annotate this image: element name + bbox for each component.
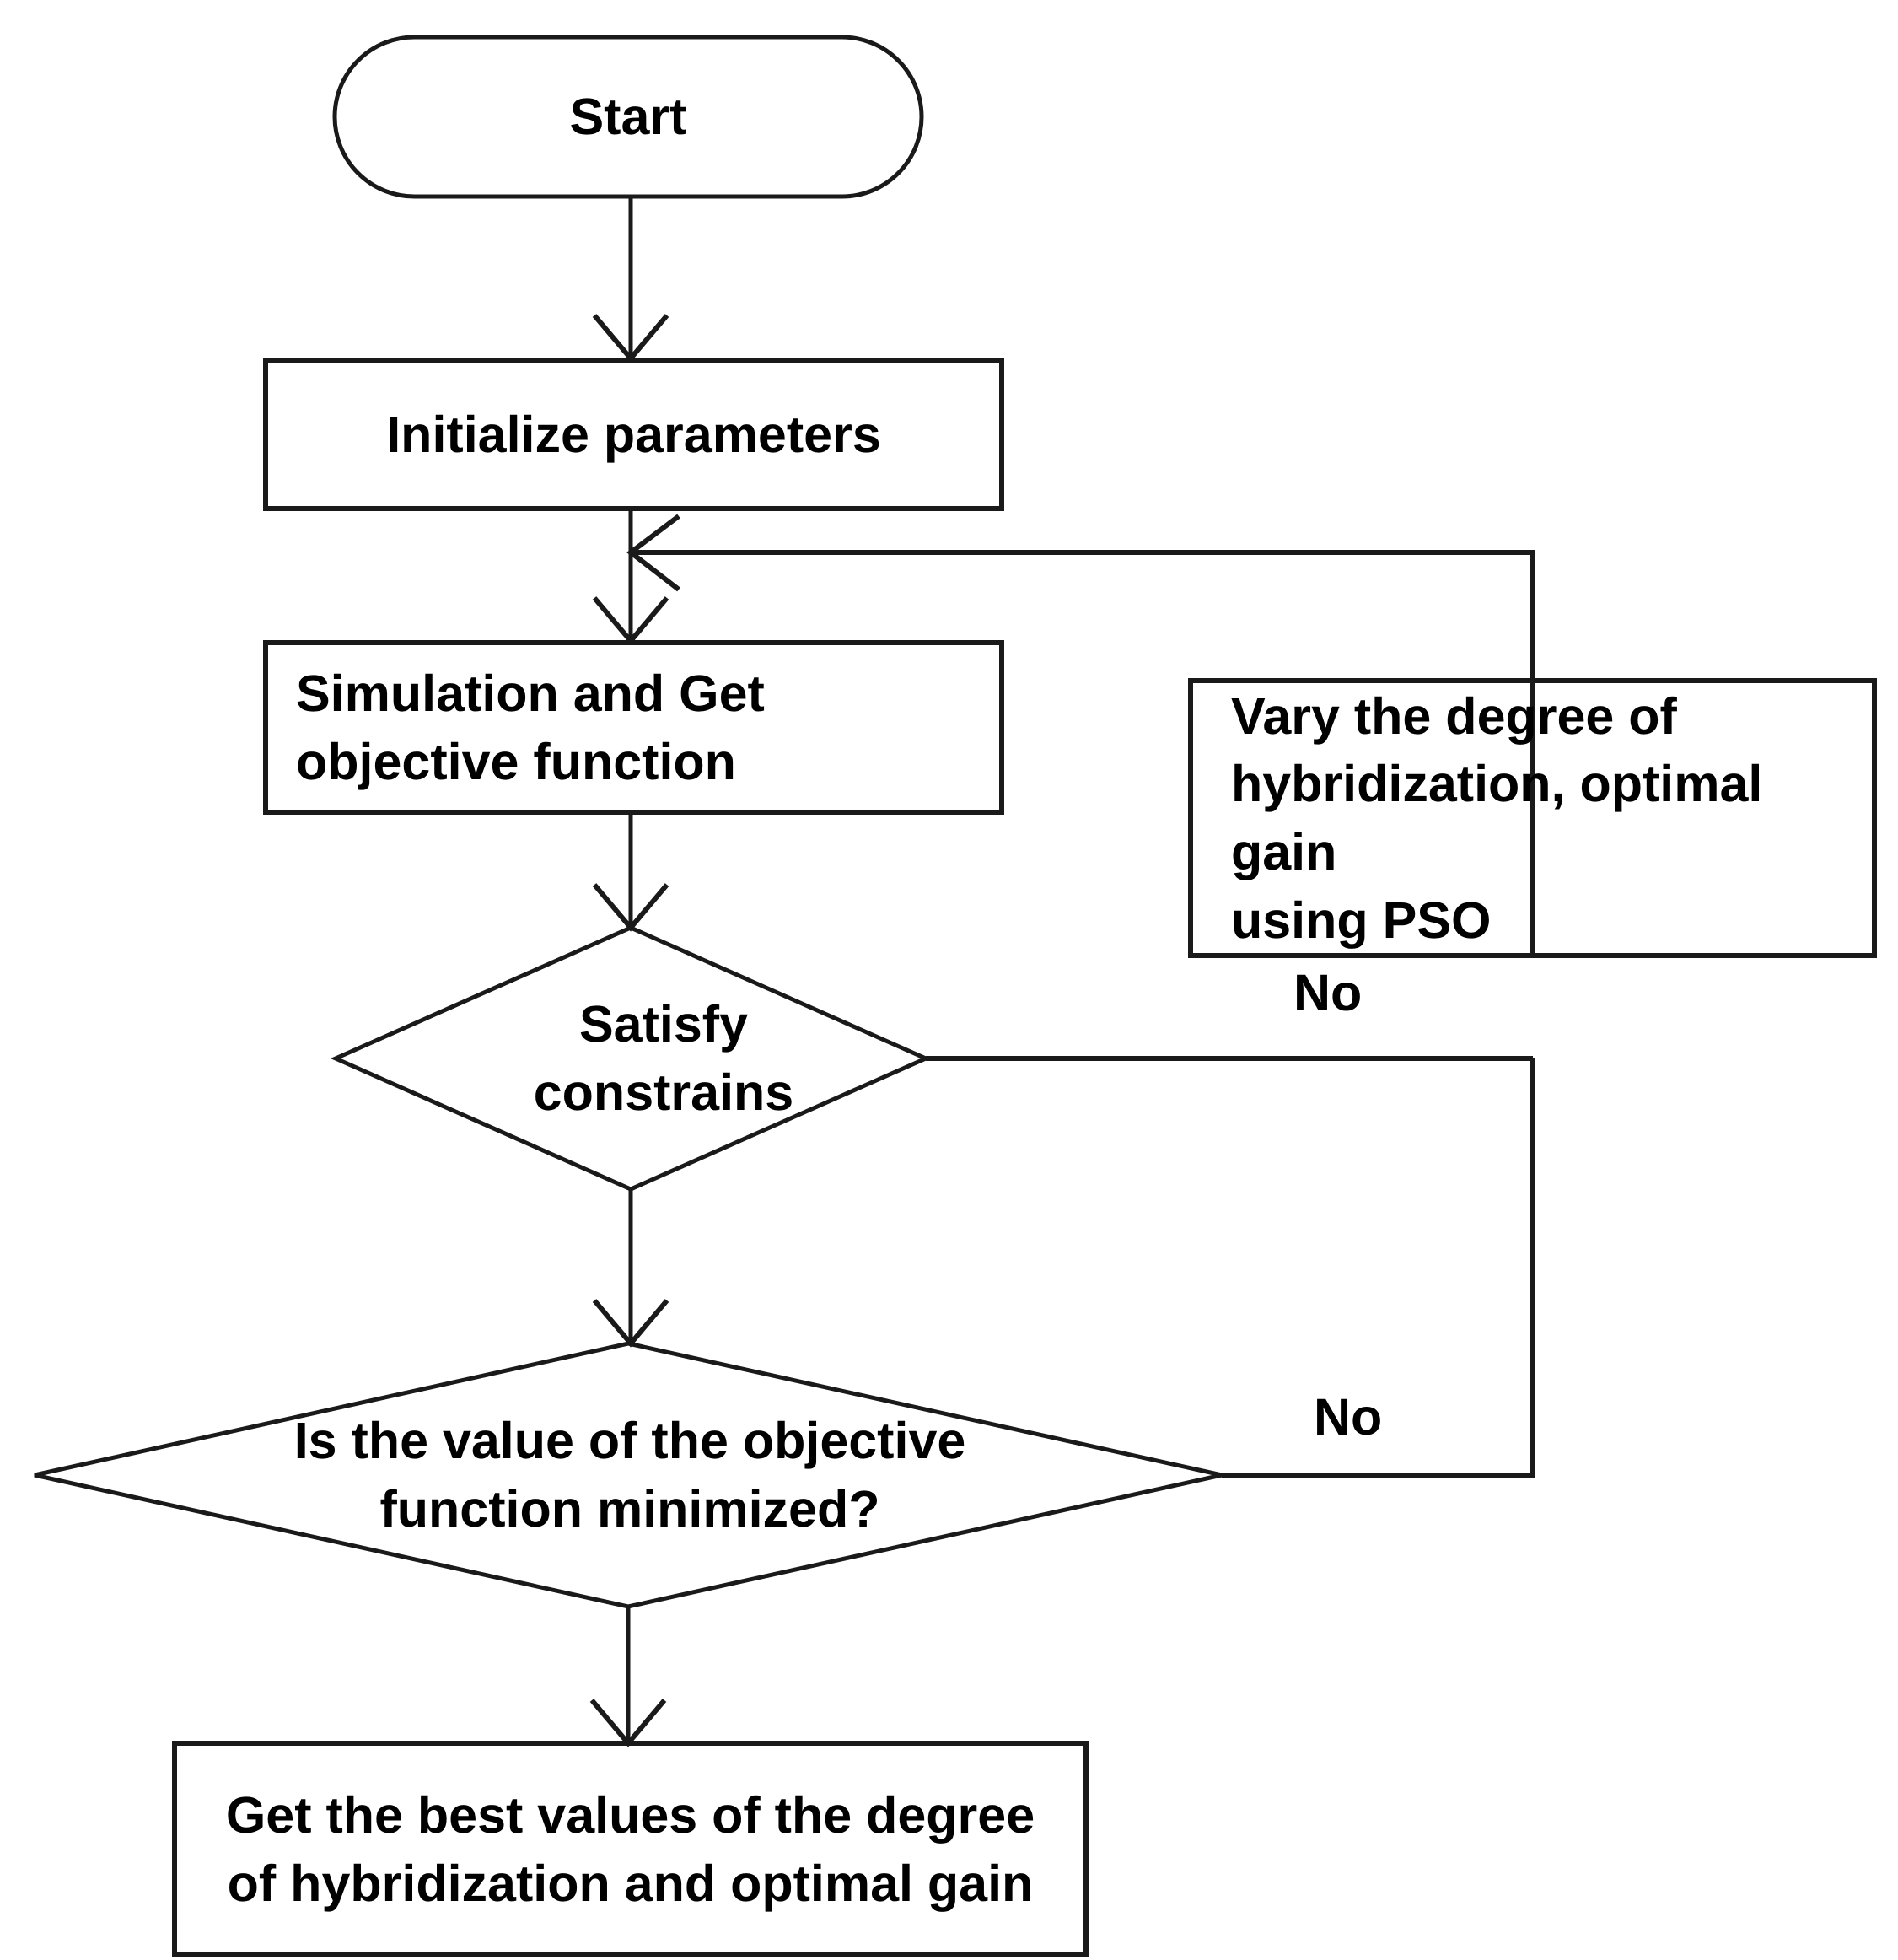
arrowhead-start-to-initialize: [592, 314, 669, 363]
initialize-node-shape: [263, 358, 1004, 511]
arrowhead-satisfy-to-minimized: [592, 1299, 669, 1348]
edge-minimized-no-to-vary: [1222, 1058, 1535, 1478]
getbest-node-shape: [172, 1741, 1089, 1957]
arrowhead-initialize-to-simulation: [592, 596, 669, 645]
satisfy-node-shape: [330, 925, 932, 1192]
arrowhead-vary-feedback-return: [626, 514, 680, 592]
arrowhead-simulation-to-satisfy: [592, 883, 669, 932]
simulation-node-shape: [263, 640, 1004, 815]
start-node-shape: [332, 35, 924, 199]
minimized-node-shape: [34, 1341, 1223, 1609]
arrowhead-minimized-to-getbest: [589, 1699, 667, 1747]
